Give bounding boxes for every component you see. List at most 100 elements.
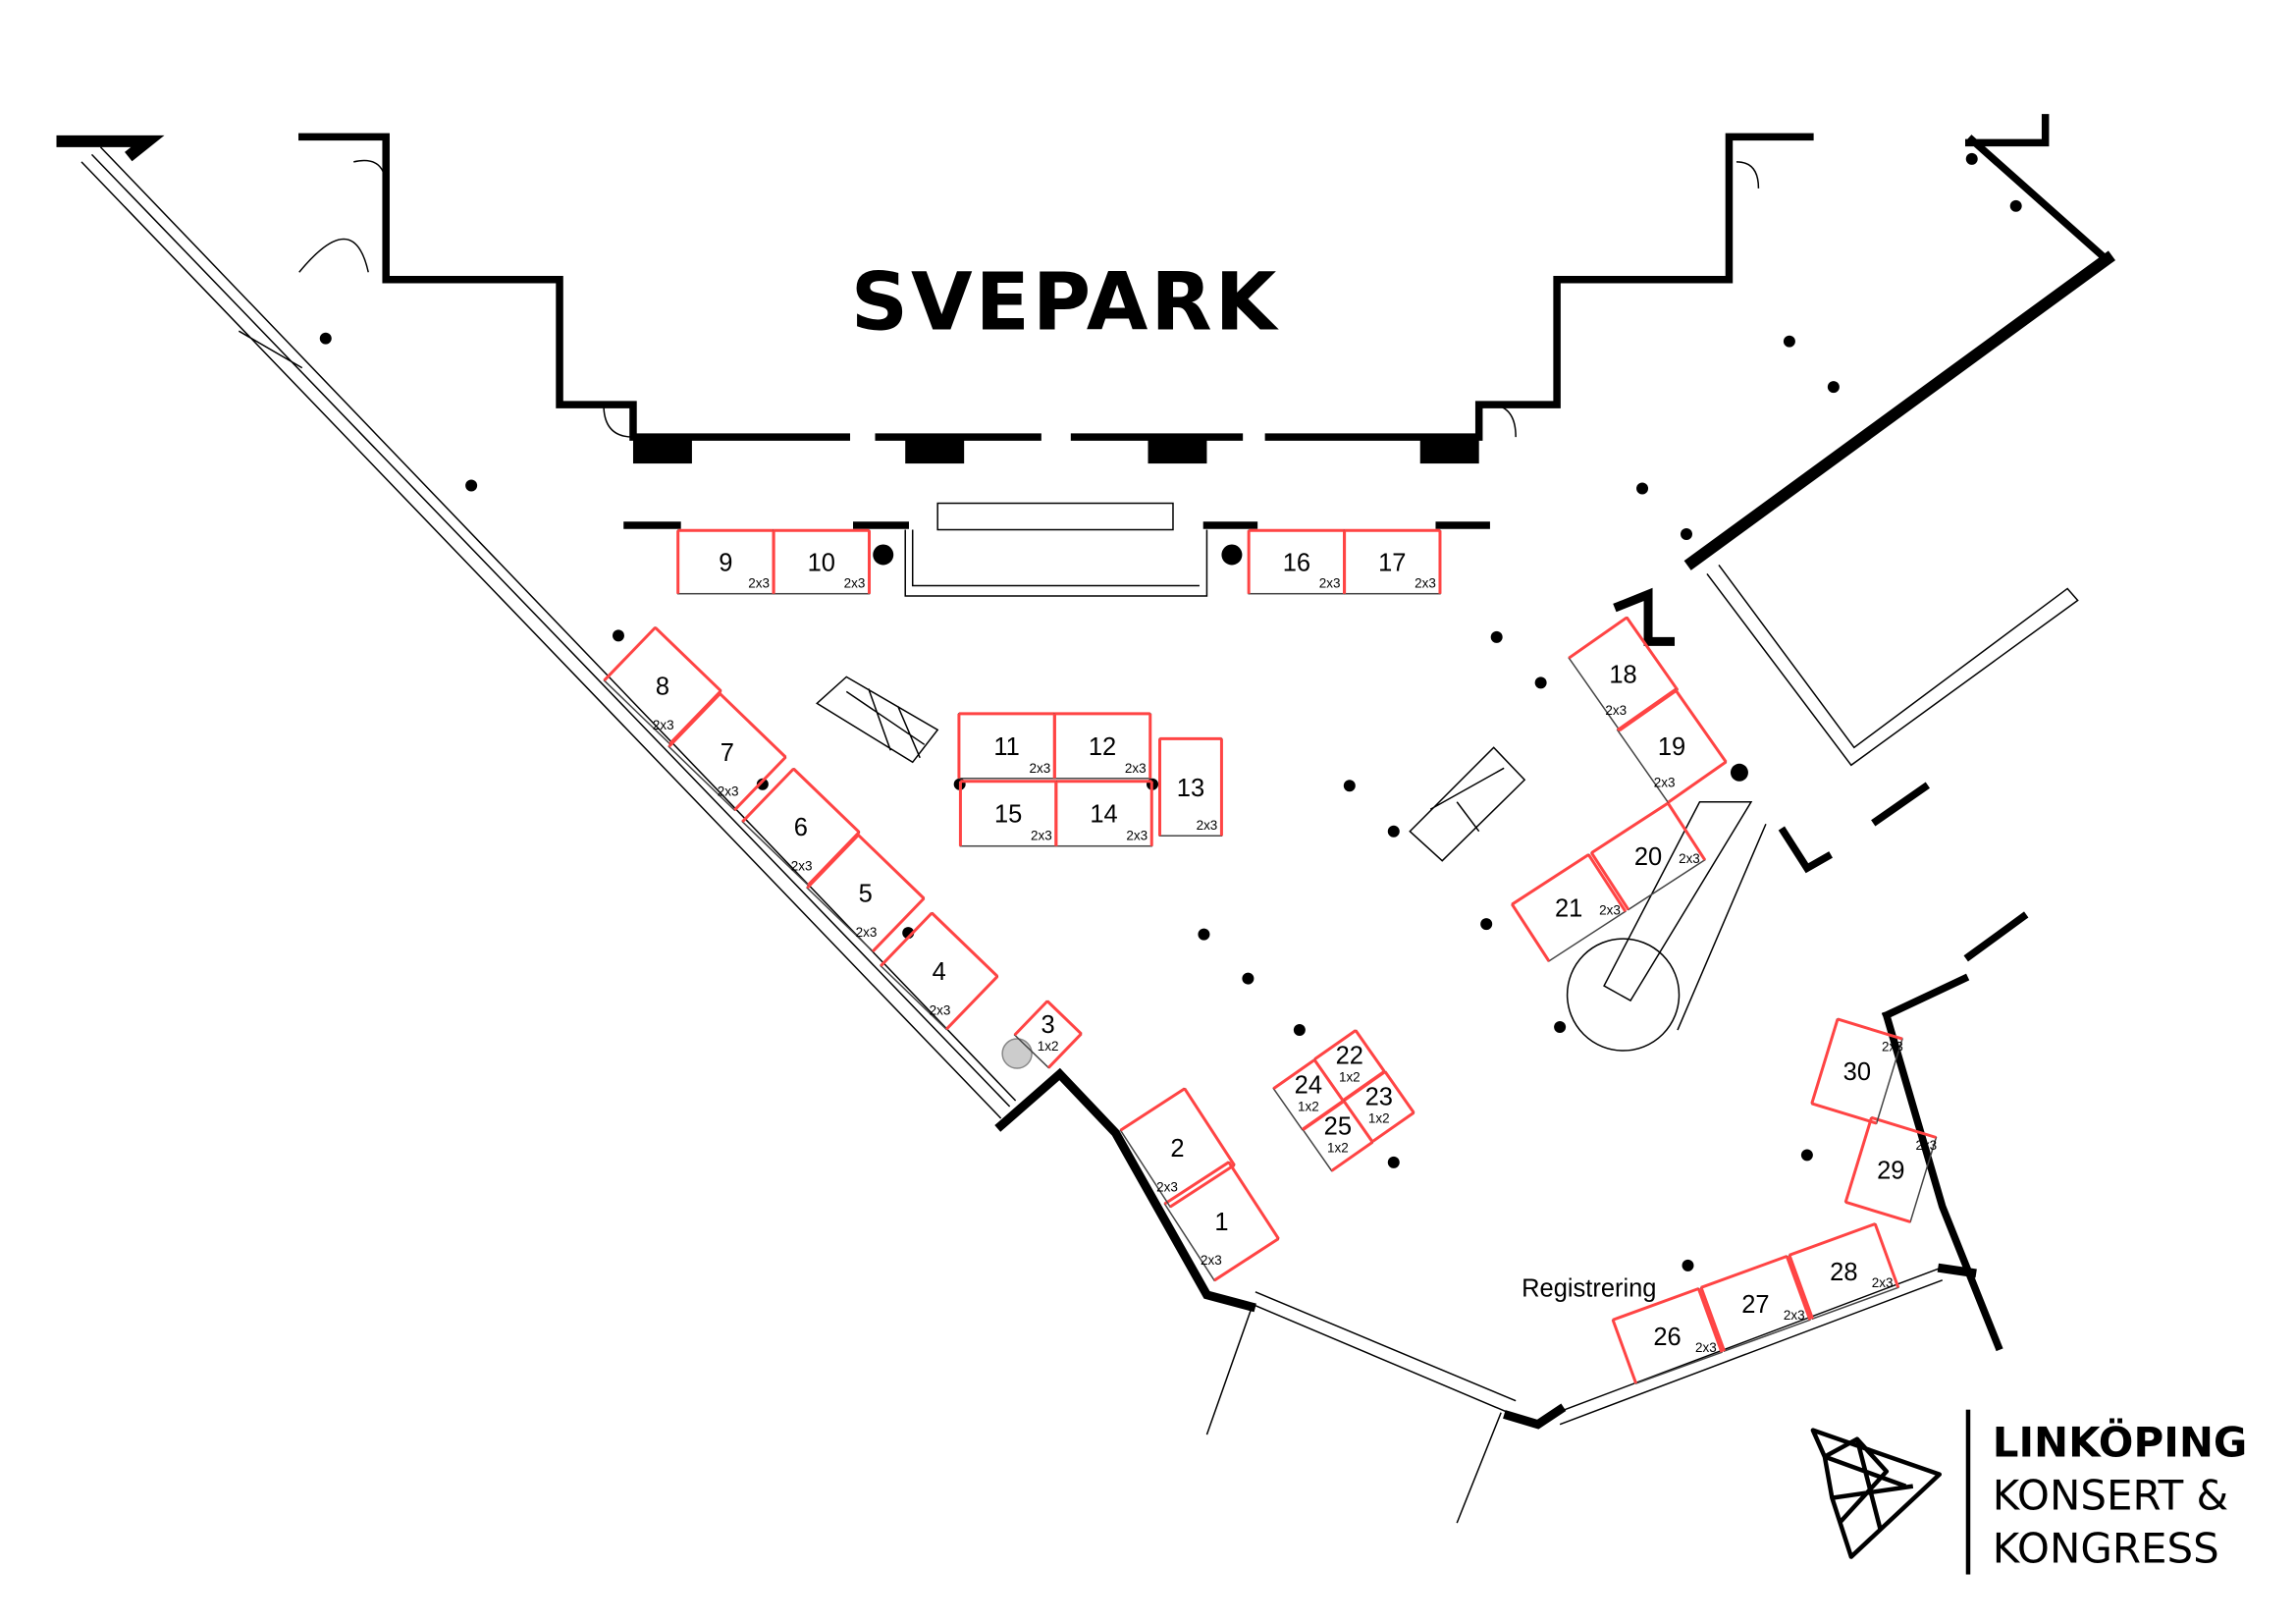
booth-edge	[1612, 1287, 1699, 1322]
booth-size: 2x3	[1605, 703, 1627, 718]
booth-edge	[1343, 1070, 1386, 1102]
booth-edge	[1302, 1100, 1345, 1131]
booth-edge	[792, 767, 861, 834]
booth-edge	[1169, 1163, 1236, 1209]
booth-number: 10	[808, 549, 835, 576]
booth-size: 2x3	[748, 576, 770, 591]
booth-6[interactable]: 6 2x3	[740, 767, 861, 888]
booth-size: 2x3	[1695, 1340, 1717, 1355]
booth-size: 2x3	[1201, 1253, 1222, 1268]
booth-number: 5	[859, 881, 873, 908]
booth-edge	[1330, 1140, 1374, 1172]
booth-number: 3	[1041, 1011, 1055, 1039]
booth-edge	[945, 975, 999, 1031]
logo-line2: KONSERT &	[1993, 1472, 2229, 1520]
booth-number: 4	[933, 958, 946, 986]
booth-number: 23	[1365, 1083, 1393, 1110]
booth-edge	[741, 767, 795, 823]
booth-size: 2x3	[1415, 576, 1436, 591]
booth-size: 2x3	[1654, 776, 1676, 790]
booth-edge	[1312, 1058, 1345, 1103]
booth-number: 13	[1177, 775, 1204, 802]
walls	[56, 114, 2115, 1430]
booth-edge	[1213, 1237, 1280, 1282]
booth-edge	[719, 692, 787, 759]
booth-edge	[1699, 1286, 1726, 1352]
booth-14[interactable]: 14 2x3	[1054, 780, 1153, 847]
registration-label: Registrering	[1522, 1274, 1656, 1302]
booths: 12x322x331x242x352x362x372x382x392x3102x…	[602, 528, 1941, 1385]
booth-edge	[668, 689, 722, 745]
booth-26[interactable]: 26 2x3	[1611, 1287, 1724, 1385]
booth-size: 2x3	[844, 576, 866, 591]
booth-edge	[1843, 1116, 1873, 1203]
booth-size: 2x3	[1882, 1040, 1903, 1055]
booth-edge	[1163, 1161, 1230, 1206]
booth-edge	[1674, 688, 1728, 763]
booth-edge	[1616, 688, 1677, 731]
booth-edge	[1587, 853, 1628, 913]
booth-edge	[603, 626, 657, 682]
booth-edge	[1667, 760, 1728, 804]
booth-edge	[1013, 1000, 1049, 1037]
booth-edge	[872, 896, 926, 952]
booth-8[interactable]: 8 2x3	[602, 626, 722, 746]
booth-edge	[1788, 1254, 1814, 1320]
booth-size: 1x2	[1038, 1039, 1059, 1054]
booth-number: 7	[721, 739, 734, 767]
booth-number: 8	[656, 673, 669, 700]
booth-edge	[1590, 851, 1630, 911]
booth-30[interactable]: 30 2x3	[1810, 1017, 1907, 1125]
booth-size: 2x3	[718, 784, 739, 798]
booth-number: 27	[1741, 1291, 1769, 1319]
booth-edge	[1383, 1070, 1415, 1114]
thin-structures	[80, 146, 2079, 1524]
booth-number: 14	[1090, 801, 1117, 829]
booth-number: 25	[1324, 1112, 1352, 1140]
booth-number: 12	[1089, 733, 1116, 761]
booth-size: 2x3	[653, 718, 674, 732]
booth-edge	[1313, 1029, 1357, 1060]
booth-18[interactable]: 18 2x3	[1566, 616, 1680, 733]
booth-number: 11	[993, 733, 1019, 761]
booth-size: 2x3	[856, 925, 878, 940]
columns	[319, 152, 2022, 1271]
booth-number: 26	[1653, 1324, 1681, 1351]
booth-edge	[1511, 853, 1590, 906]
booth-size: 2x3	[1031, 829, 1052, 843]
booth-size: 1x2	[1327, 1140, 1349, 1155]
booth-edge	[1789, 1222, 1876, 1257]
booth-number: 6	[794, 814, 808, 841]
booth-size: 2x3	[1126, 829, 1148, 843]
booth-number: 30	[1843, 1058, 1871, 1086]
booth-edge	[1811, 1102, 1878, 1125]
booth-edge	[1837, 1017, 1903, 1041]
booth-edge	[1844, 1200, 1911, 1223]
booth-number: 18	[1609, 661, 1636, 688]
booth-size: 2x3	[1679, 851, 1700, 866]
logo: LINKÖPING KONSERT & KONGRESS	[1810, 1409, 2247, 1575]
booth-10[interactable]: 10 2x3	[772, 528, 872, 595]
booth-edge	[1696, 1287, 1724, 1353]
booth-size: 2x3	[791, 859, 813, 874]
booth-edge	[1810, 1018, 1840, 1105]
